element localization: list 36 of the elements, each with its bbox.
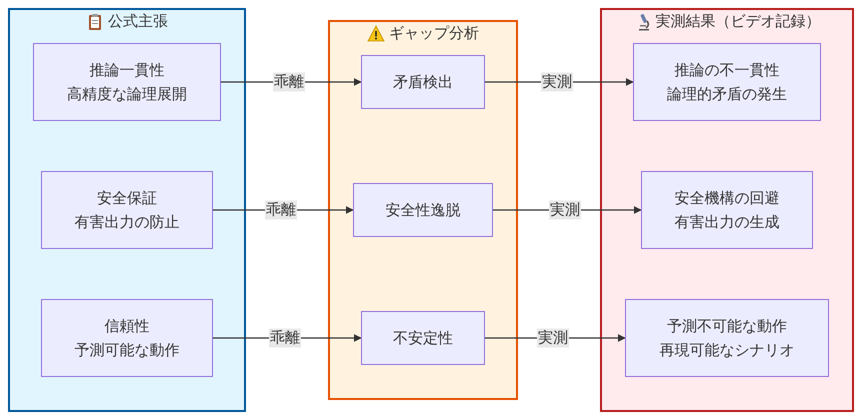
process-box xyxy=(33,43,221,121)
process-box xyxy=(625,299,829,377)
group-panel xyxy=(8,8,246,412)
box-text: 安全性逸脱 xyxy=(386,200,460,221)
group-panel xyxy=(328,20,518,400)
box-text: 論理的矛盾の発生 xyxy=(667,84,787,105)
group-title: ギャップ分析 xyxy=(389,24,479,43)
box-text: 安全機構の回避 xyxy=(674,188,780,209)
process-box xyxy=(641,171,813,249)
edge-label: 乖離 xyxy=(269,328,301,348)
box-text: 安全保証 xyxy=(97,188,157,209)
box-text: 予測不可能な動作 xyxy=(667,316,787,337)
process-box xyxy=(361,55,485,109)
edge-label: 実測 xyxy=(549,200,581,220)
box-text: 推論一貫性 xyxy=(90,60,164,81)
box-text: 推論の不一貫性 xyxy=(674,60,780,81)
edge-label: 乖離 xyxy=(265,200,297,220)
box-text: 高精度な論理展開 xyxy=(67,84,187,105)
process-box xyxy=(353,183,493,237)
edge-label: 実測 xyxy=(537,328,569,348)
group-panel xyxy=(600,8,854,412)
group-title: 実測結果（ビデオ記録） xyxy=(656,12,820,31)
edge-label: 乖離 xyxy=(273,72,305,92)
box-text: 信頼性 xyxy=(104,316,150,337)
group-title: 公式主張 xyxy=(108,12,168,31)
process-box xyxy=(361,311,485,365)
box-text: 矛盾検出 xyxy=(393,72,453,93)
edge-label: 実測 xyxy=(541,72,573,92)
box-text: 有害出力の生成 xyxy=(674,212,780,233)
process-box xyxy=(41,299,213,377)
process-box xyxy=(633,43,821,121)
box-text: 有害出力の防止 xyxy=(74,212,180,233)
box-text: 再現可能なシナリオ xyxy=(660,340,794,361)
process-box xyxy=(41,171,213,249)
box-text: 予測可能な動作 xyxy=(74,340,180,361)
box-text: 不安定性 xyxy=(393,328,453,349)
